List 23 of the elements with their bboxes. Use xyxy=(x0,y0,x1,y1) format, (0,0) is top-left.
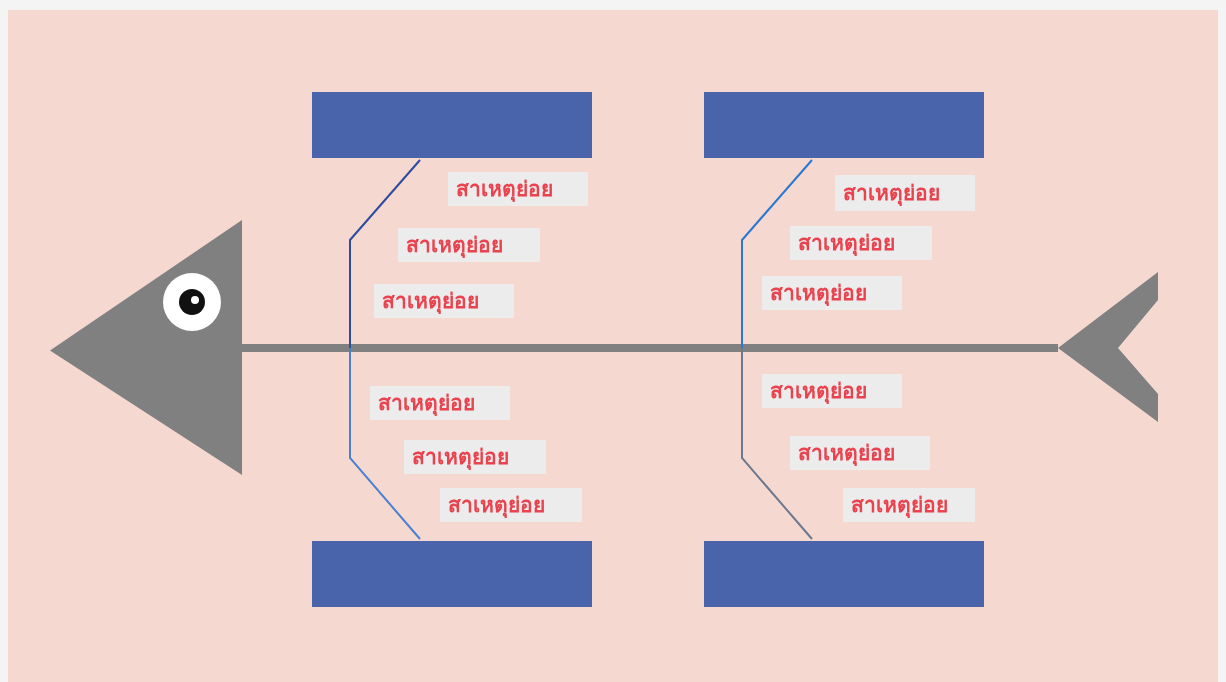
sub-cause-label: สาเหตุย่อย xyxy=(370,386,510,420)
fish-bone-line xyxy=(741,159,813,349)
sub-cause-label: สาเหตุย่อย xyxy=(448,172,588,206)
sub-cause-label: สาเหตุย่อย xyxy=(398,228,540,262)
fish-bone-line xyxy=(741,347,813,540)
fish-tail-drawing xyxy=(1058,272,1158,422)
category-box xyxy=(312,541,592,607)
sub-cause-label: สาเหตุย่อย xyxy=(790,226,932,260)
fish-head-drawing xyxy=(50,220,242,475)
fish-spine-line xyxy=(242,344,1058,352)
category-box xyxy=(704,92,984,158)
fish-bone-line xyxy=(349,347,421,540)
sub-cause-label: สาเหตุย่อย xyxy=(843,488,975,522)
sub-cause-label: สาเหตุย่อย xyxy=(440,488,582,522)
sub-cause-label: สาเหตุย่อย xyxy=(835,175,975,211)
fish-bone-line xyxy=(349,159,421,349)
sub-cause-label: สาเหตุย่อย xyxy=(762,374,902,408)
sub-cause-label: สาเหตุย่อย xyxy=(790,436,930,470)
sub-cause-label: สาเหตุย่อย xyxy=(404,440,546,474)
sub-cause-label: สาเหตุย่อย xyxy=(762,276,902,310)
category-box xyxy=(312,92,592,158)
category-box xyxy=(704,541,984,607)
sub-cause-label: สาเหตุย่อย xyxy=(374,284,514,318)
